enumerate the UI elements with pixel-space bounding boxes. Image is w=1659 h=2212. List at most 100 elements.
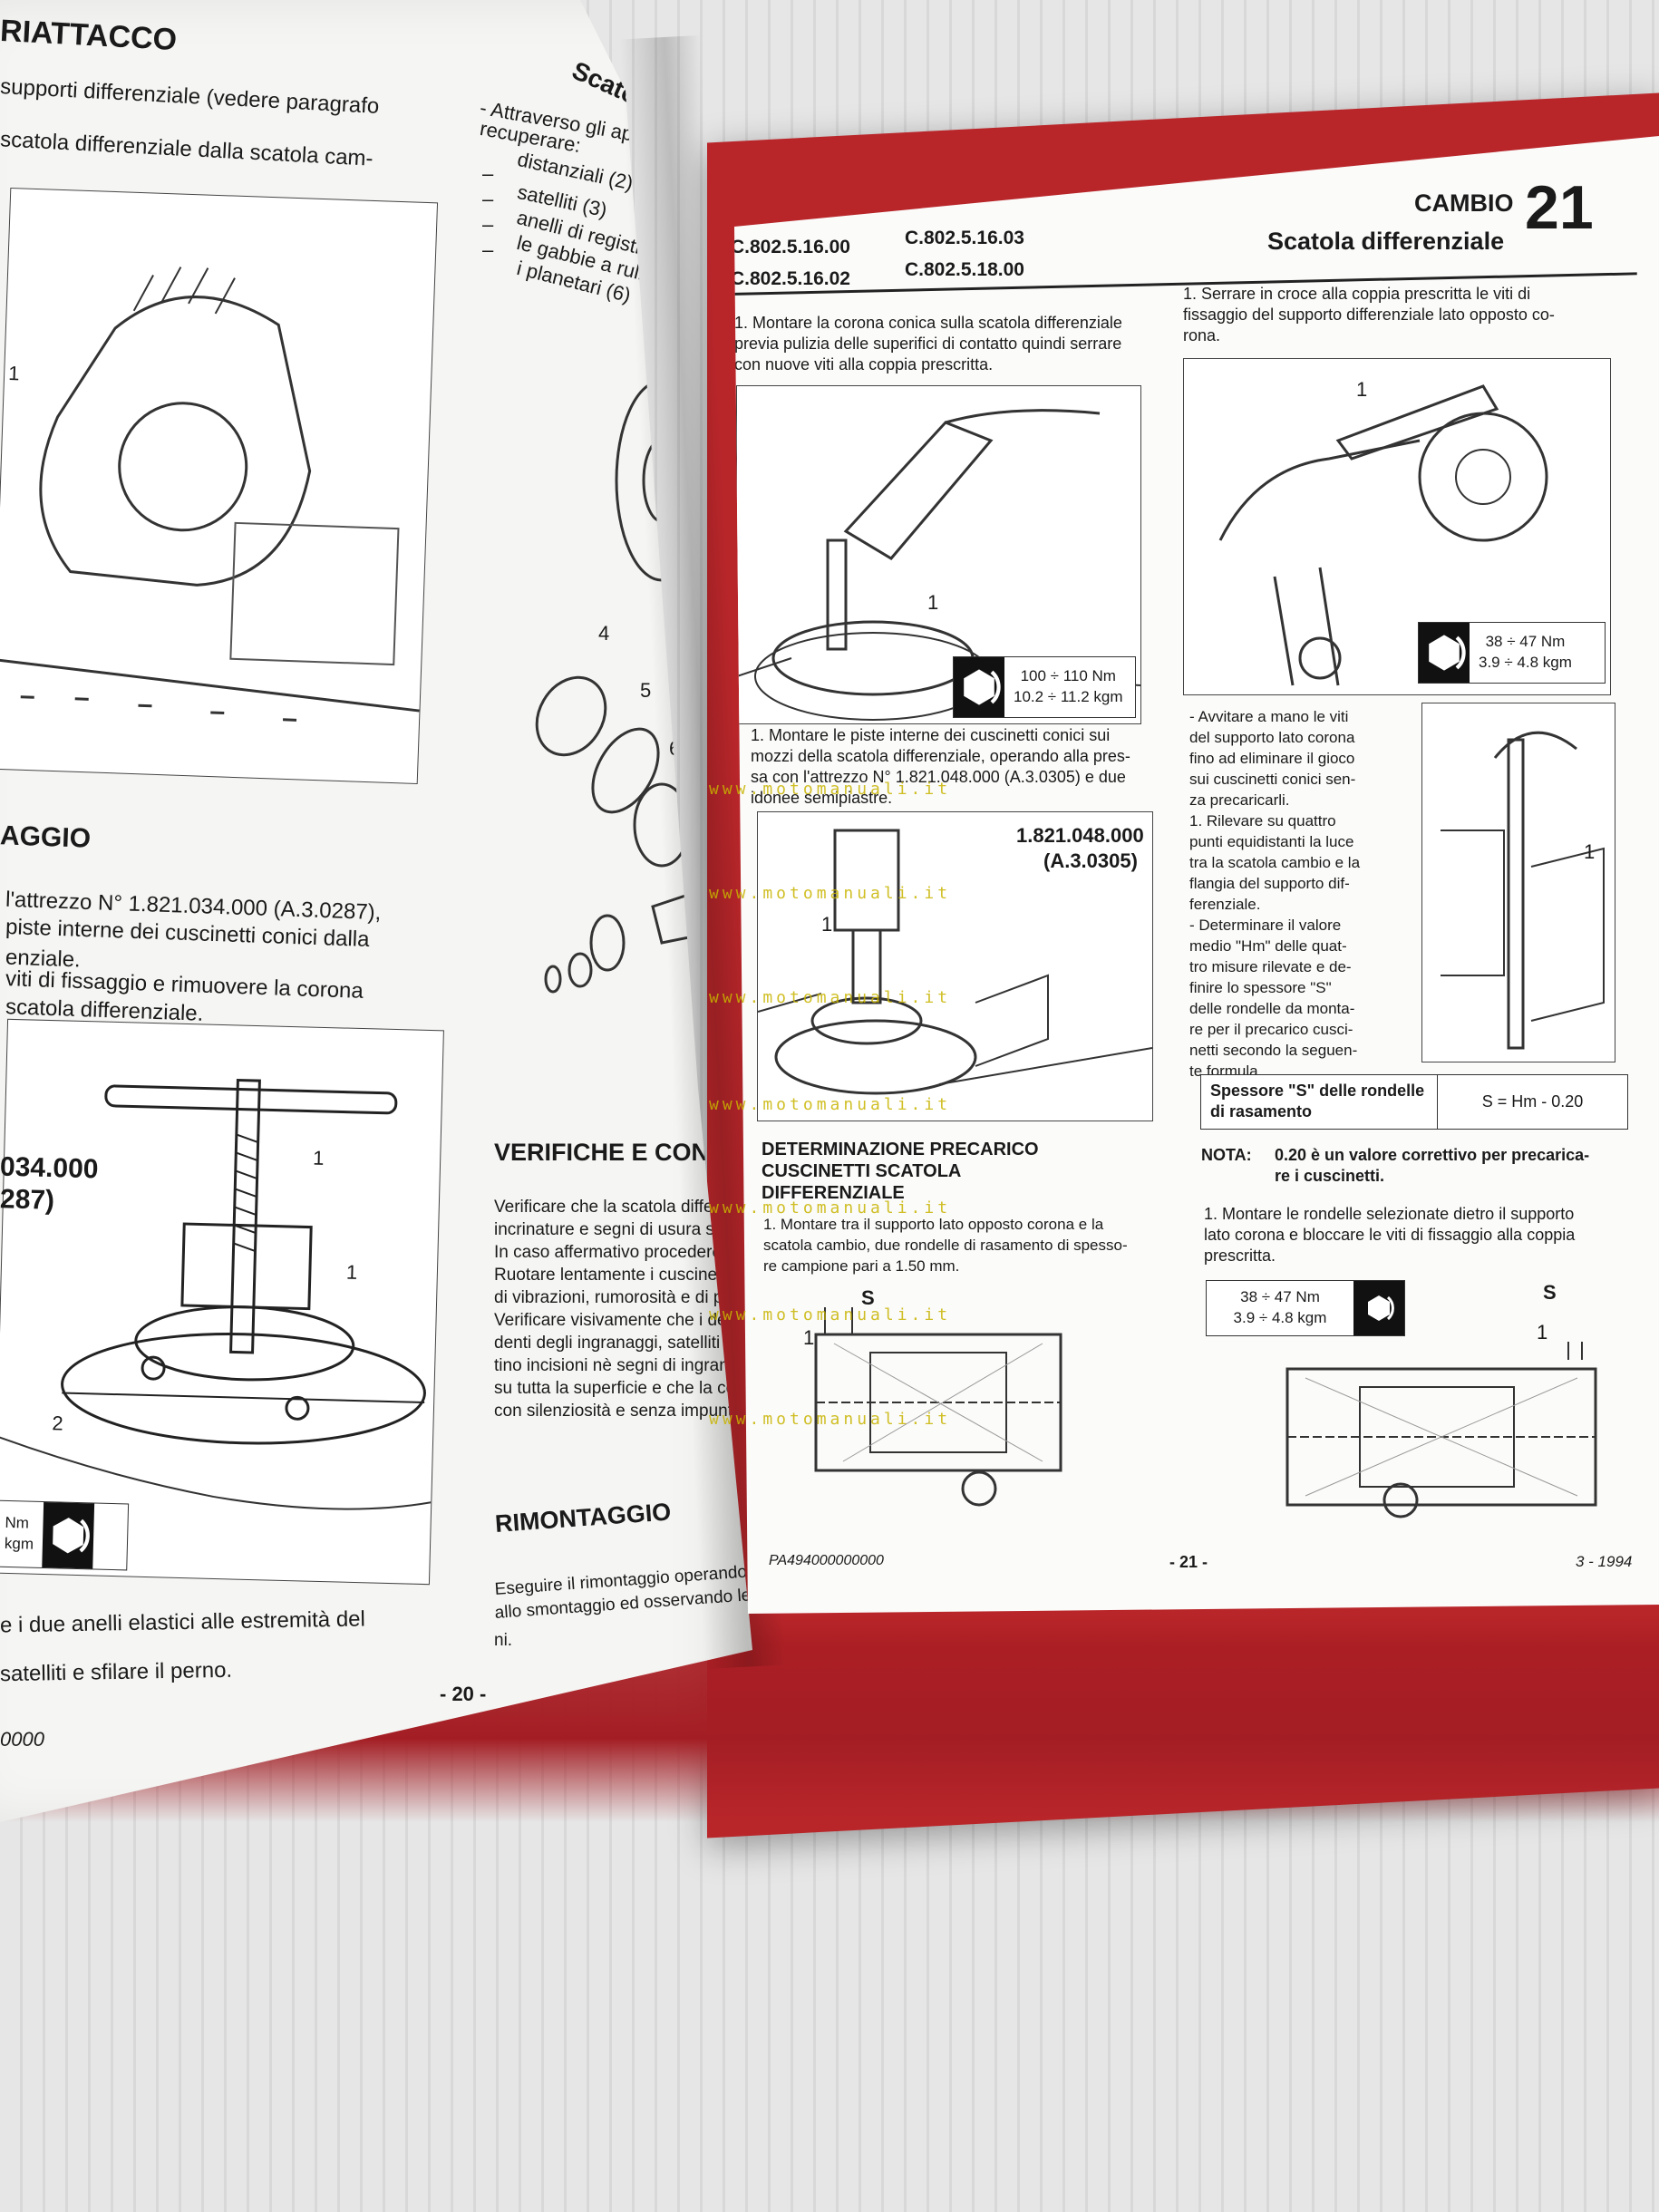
torque-line: kgm: [4, 1534, 34, 1553]
c1-fig3-label: 1: [803, 1326, 815, 1349]
c1-step1-line: previa pulizia delle superifici di conta…: [734, 335, 1122, 353]
c2-step2-line: prescritta.: [1204, 1247, 1276, 1265]
c1-figure-2: 1.821.048.000 (A.3.0305) 1: [757, 811, 1153, 1121]
spessore-label: Spessore "S" delle rondelle: [1210, 1082, 1425, 1100]
left-col1-line: supporti differenziale (vedere paragrafo: [0, 74, 380, 119]
c2-step1-line: rona.: [1183, 326, 1221, 344]
left-footer-code: 0000: [0, 1728, 44, 1751]
torque-line: 10.2 ÷ 11.2 kgm: [1014, 688, 1123, 705]
right-page: C.802.5.16.00 C.802.5.16.03 C.802.5.16.0…: [731, 136, 1659, 1614]
c1-figure-3: S 1: [771, 1280, 1097, 1529]
left-col1-line: scatola differenziale dalla scatola cam-: [0, 127, 374, 171]
chapter-title: CAMBIO: [1414, 189, 1514, 217]
left-torque-box: Nm kgm: [0, 1499, 130, 1571]
c2-step1-line: 1. Serrare in croce alla coppia prescrit…: [1183, 285, 1531, 303]
verifiche-line: su tutta la superficie e che la coniug: [494, 1379, 769, 1398]
right-footer-code: PA494000000000: [769, 1553, 884, 1568]
c2-line: punti equidistanti la luce: [1189, 833, 1354, 850]
det-heading: CUSCINETTI SCATOLA: [762, 1161, 962, 1181]
c2-line: finire lo spessore "S": [1189, 979, 1332, 996]
right-page-number: - 21 -: [1169, 1553, 1208, 1571]
torque-line: Nm: [5, 1513, 30, 1532]
det-line: 1. Montare tra il supporto lato opposto …: [763, 1216, 1104, 1233]
c2-line: tra la scatola cambio e la: [1189, 854, 1361, 871]
c1-fig1-torque-box: 100 ÷ 110 Nm 10.2 ÷ 11.2 kgm: [953, 656, 1136, 718]
c2-line: ferenziale.: [1189, 896, 1261, 913]
c2-line: medio "Hm" delle quat-: [1189, 937, 1347, 955]
c2-line: tro misure rilevate e de-: [1189, 958, 1352, 975]
torque-line: 3.9 ÷ 4.8 kgm: [1479, 654, 1572, 671]
c1-step2-line: 1. Montare le piste interne dei cuscinet…: [751, 726, 1111, 744]
nota-label: NOTA:: [1201, 1146, 1252, 1164]
c2-line: netti secondo la seguen-: [1189, 1042, 1358, 1059]
left-col2-bullet: –: [482, 162, 494, 185]
c2-step1-line: fissaggio del supporto differenziale lat…: [1183, 306, 1555, 324]
left-fig2-label: 1: [312, 1146, 325, 1169]
exploded-label: 5: [640, 679, 652, 702]
left-tool-label: 034.000: [0, 1151, 99, 1185]
left-bottom-line: e i due anelli elastici alle estremità d…: [0, 1606, 366, 1638]
code: C.802.5.18.00: [905, 259, 1024, 280]
c1-step2-line: mozzi della scatola differenziale, opera…: [751, 747, 1130, 765]
c2-figure-2: 1: [1421, 703, 1615, 1062]
rimontaggio-heading: RIMONTAGGIO: [494, 1498, 673, 1538]
c2-line: fino ad eliminare il gioco: [1189, 750, 1355, 767]
c2-line: sui cuscinetti conici sen-: [1189, 771, 1356, 788]
c2-line: del supporto lato corona: [1189, 729, 1355, 746]
c1-fig1-label: 1: [927, 591, 939, 614]
watermark: www.motomanuali.it: [709, 1305, 952, 1324]
c2-fig1-torque-box: 38 ÷ 47 Nm 3.9 ÷ 4.8 kgm: [1418, 622, 1606, 684]
c1-fig2-label: 1: [821, 913, 833, 936]
c1-fig2-tool-label: 1.821.048.000: [1016, 824, 1144, 847]
c1-step2-line: idonee semipiastre.: [751, 789, 893, 807]
chapter-subtitle: Scatola differenziale: [1267, 228, 1505, 255]
watermark: www.motomanuali.it: [709, 988, 952, 1007]
c2-fig3-label: S: [1543, 1281, 1557, 1304]
chapter-number: 21: [1525, 173, 1594, 242]
spessore-formula: S = Hm - 0.20: [1481, 1091, 1584, 1111]
c2-step2-line: 1. Montare le rondelle selezionate dietr…: [1204, 1205, 1575, 1223]
c2-line: flangia del supporto dif-: [1189, 875, 1350, 892]
nota-line: re i cuscinetti.: [1275, 1167, 1385, 1185]
watermark: www.motomanuali.it: [709, 1198, 952, 1218]
left-tool-label: 287): [0, 1184, 55, 1216]
watermark: www.motomanuali.it: [709, 780, 952, 799]
left-page-number: - 20 -: [440, 1683, 487, 1705]
nota-line: 0.20 è un valore correttivo per precaric…: [1275, 1146, 1590, 1164]
c2-line: - Determinare il valore: [1189, 917, 1342, 934]
c2-step2-line: lato corona e bloccare le viti di fissag…: [1204, 1226, 1576, 1244]
watermark: www.motomanuali.it: [709, 1410, 952, 1429]
right-footer-date: 3 - 1994: [1576, 1553, 1633, 1570]
left-figure-1: 1: [0, 187, 439, 785]
verifiche-line: Ruotare lentamente i cuscinetti e ver: [494, 1266, 774, 1285]
torque-line: 100 ÷ 110 Nm: [1020, 667, 1116, 685]
left-header: RIATTACCO: [0, 13, 179, 58]
c2-fig2-label: 1: [1584, 840, 1596, 863]
c1-step2-line: sa con l'attrezzo N° 1.821.048.000 (A.3.…: [751, 768, 1126, 786]
c2-fig1-label: 1: [1356, 378, 1368, 401]
c1-step1-line: 1. Montare la corona conica sulla scatol…: [734, 314, 1122, 332]
c2-line: - Avvitare a mano le viti: [1189, 708, 1349, 725]
det-heading: DIFFERENZIALE: [762, 1183, 905, 1203]
left-col2-bullet: –: [482, 188, 494, 210]
left-section-heading: AGGIO: [0, 820, 92, 854]
left-page: RIATTACCO supporti differenziale (vedere…: [0, 0, 752, 1822]
c1-figure-1: 1 100 ÷ 110 Nm 10.2 ÷ 11.2 kgm: [736, 385, 1141, 724]
left-fig1-label: 1: [7, 362, 20, 385]
watermark: www.motomanuali.it: [709, 884, 952, 903]
spessore-label: di rasamento: [1210, 1102, 1313, 1121]
rimontaggio-line: ni.: [494, 1631, 513, 1650]
code: C.802.5.16.00: [731, 237, 850, 257]
c2-figure-1: 1 38 ÷ 47 Nm 3.9 ÷ 4.8 kgm: [1183, 358, 1611, 695]
watermark: www.motomanuali.it: [709, 1095, 952, 1114]
c1-fig3-label: S: [861, 1286, 875, 1309]
det-line: re campione pari a 1.50 mm.: [763, 1257, 960, 1275]
torque-wrench-icon: [1419, 623, 1470, 683]
left-col2-bullet: –: [482, 238, 494, 261]
c2-line: delle rondelle da monta-: [1189, 1000, 1355, 1017]
c2-figure-3: [1278, 1342, 1623, 1541]
exploded-label: 4: [598, 622, 610, 645]
left-fig2-label: 2: [52, 1412, 64, 1435]
c2-line: 1. Rilevare su quattro: [1189, 812, 1336, 830]
c2-line: re per il precarico cusci-: [1189, 1021, 1353, 1038]
